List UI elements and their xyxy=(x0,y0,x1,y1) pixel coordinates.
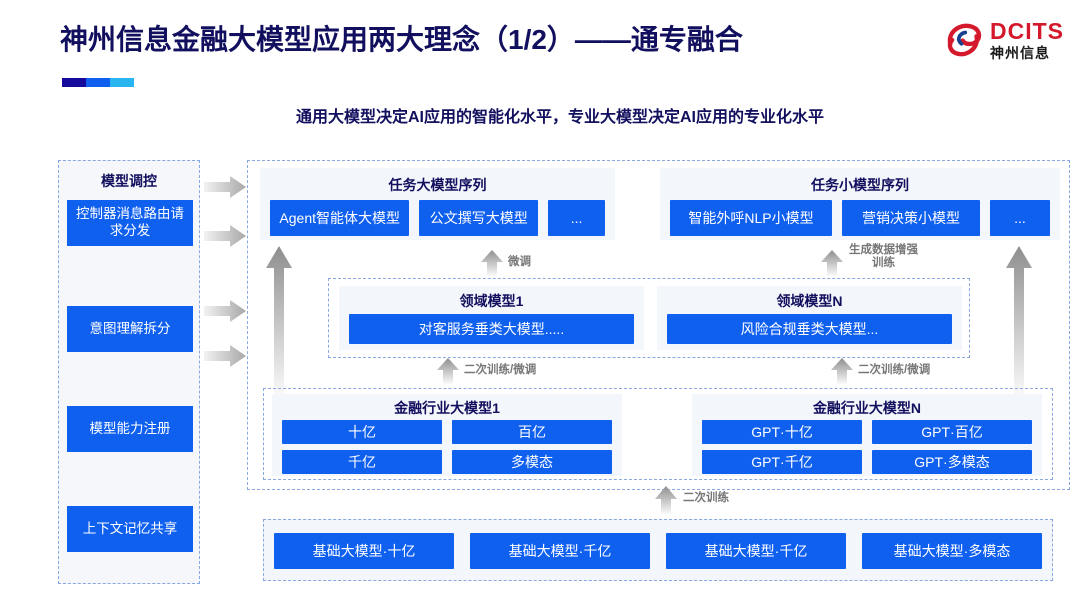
dcits-logo: DCITS 神州信息 xyxy=(944,20,1064,60)
base-box-1b[interactable]: 基础大模型·十亿 xyxy=(274,533,454,569)
industry-box-100b[interactable]: 千亿 xyxy=(282,450,442,474)
industry-box-gpt-multimodal[interactable]: GPT·多模态 xyxy=(872,450,1032,474)
right-arrow-icon-2 xyxy=(204,225,246,247)
model-control-title: 模型调控 xyxy=(101,173,157,189)
industry-model-container: 金融行业大模型1 十亿 百亿 千亿 多模态 金融行业大模型N GPT·十亿 GP… xyxy=(263,388,1053,480)
accent-segment-3 xyxy=(110,78,134,87)
task-large-model-row: Agent智能体大模型 公文撰写大模型 ... xyxy=(270,200,605,236)
up-arrow-icon-retrain xyxy=(655,486,677,514)
dcits-swirl-icon xyxy=(947,23,982,57)
logo-text-en: DCITS xyxy=(990,18,1064,44)
industry-box-gpt-1b[interactable]: GPT·十亿 xyxy=(702,420,862,444)
domain-model-n-panel: 领域模型N 风险合规垂类大模型... xyxy=(657,286,962,350)
sidebar-item-intent-understanding[interactable]: 意图理解拆分 xyxy=(67,306,193,352)
industry-model-n-title: 金融行业大模型N xyxy=(812,400,922,416)
sidebar-item-capability-registry[interactable]: 模型能力注册 xyxy=(67,406,193,452)
task-large-model-title: 任务大模型序列 xyxy=(388,177,487,193)
industry-box-1b[interactable]: 十亿 xyxy=(282,420,442,444)
task-small-model-title: 任务小模型序列 xyxy=(811,177,909,193)
up-arrow-icon-industry-to-task-left xyxy=(266,246,292,396)
industry-model-n-grid: GPT·十亿 GPT·百亿 GPT·千亿 GPT·多模态 xyxy=(702,420,1032,474)
industry-box-gpt-10b[interactable]: GPT·百亿 xyxy=(872,420,1032,444)
arrow-label-retrain: 二次训练 xyxy=(683,492,729,504)
accent-segment-2 xyxy=(86,78,110,87)
task-box-more-small[interactable]: ... xyxy=(990,200,1050,236)
domain-model-1-panel: 领域模型1 对客服务垂类大模型..... xyxy=(339,286,644,350)
task-box-doc-writing[interactable]: 公文撰写大模型 xyxy=(419,200,539,236)
industry-model-1-panel: 金融行业大模型1 十亿 百亿 千亿 多模态 xyxy=(272,394,622,476)
up-arrow-icon-fine-tune xyxy=(481,250,503,276)
arrow-label-fine-tune: 微调 xyxy=(508,256,531,268)
title-accent-bar xyxy=(62,78,134,87)
task-small-model-panel: 任务小模型序列 智能外呼NLP小模型 营销决策小模型 ... xyxy=(660,168,1060,240)
sidebar-item-context-memory[interactable]: 上下文记忆共享 xyxy=(67,506,193,552)
task-box-marketing-decision[interactable]: 营销决策小模型 xyxy=(842,200,980,236)
industry-model-1-grid: 十亿 百亿 千亿 多模态 xyxy=(282,420,612,474)
task-small-model-row: 智能外呼NLP小模型 营销决策小模型 ... xyxy=(670,200,1050,236)
up-arrow-icon-retrain-finetune-left xyxy=(437,358,459,384)
domain-model-n-title: 领域模型N xyxy=(776,293,843,309)
arrow-label-data-augment: 生成数据增强 训练 xyxy=(849,244,918,270)
industry-box-multimodal[interactable]: 多模态 xyxy=(452,450,612,474)
industry-model-n-panel: 金融行业大模型N GPT·十亿 GPT·百亿 GPT·千亿 GPT·多模态 xyxy=(692,394,1042,476)
right-arrow-icon-4 xyxy=(204,345,246,367)
domain-box-risk-compliance[interactable]: 风险合规垂类大模型... xyxy=(667,314,952,344)
base-model-row: 基础大模型·十亿 基础大模型·千亿 基础大模型·千亿 基础大模型·多模态 xyxy=(274,533,1042,569)
domain-model-container: 领域模型1 对客服务垂类大模型..... 领域模型N 风险合规垂类大模型... xyxy=(328,278,970,358)
base-box-100b-a[interactable]: 基础大模型·千亿 xyxy=(470,533,650,569)
arrow-label-retrain-finetune-left: 二次训练/微调 xyxy=(464,364,537,376)
up-arrow-icon-retrain-finetune-right xyxy=(831,358,853,384)
accent-segment-1 xyxy=(62,78,86,87)
task-large-model-panel: 任务大模型序列 Agent智能体大模型 公文撰写大模型 ... xyxy=(260,168,615,240)
domain-box-customer-service[interactable]: 对客服务垂类大模型..... xyxy=(349,314,634,344)
right-arrow-icon-3 xyxy=(204,300,246,322)
domain-model-1-title: 领域模型1 xyxy=(459,293,524,309)
base-model-container: 基础大模型·十亿 基础大模型·千亿 基础大模型·千亿 基础大模型·多模态 xyxy=(263,519,1053,581)
task-box-agent[interactable]: Agent智能体大模型 xyxy=(270,200,410,236)
industry-box-gpt-100b[interactable]: GPT·千亿 xyxy=(702,450,862,474)
page-subtitle: 通用大模型决定AI应用的智能化水平，专业大模型决定AI应用的专业化水平 xyxy=(295,109,824,126)
industry-model-1-title: 金融行业大模型1 xyxy=(394,400,500,416)
arrow-label-retrain-finetune-right: 二次训练/微调 xyxy=(858,364,931,376)
task-box-more[interactable]: ... xyxy=(548,200,605,236)
base-box-multimodal[interactable]: 基础大模型·多模态 xyxy=(862,533,1042,569)
logo-text-cn: 神州信息 xyxy=(990,45,1050,61)
sidebar-item-controller-routing[interactable]: 控制器消息路由请求分发 xyxy=(67,200,193,246)
model-control-panel: 模型调控 控制器消息路由请求分发 意图理解拆分 模型能力注册 上下文记忆共享 xyxy=(58,160,200,584)
up-arrow-icon-industry-to-task-right xyxy=(1006,246,1032,396)
logo-text-block: DCITS 神州信息 xyxy=(990,18,1064,61)
page-title: 神州信息金融大模型应用两大理念（1/2）——通专融合 xyxy=(60,24,743,55)
base-box-100b-b[interactable]: 基础大模型·千亿 xyxy=(666,533,846,569)
industry-box-10b[interactable]: 百亿 xyxy=(452,420,612,444)
right-arrow-icon-1 xyxy=(204,176,246,198)
model-stack-container xyxy=(247,160,1070,490)
task-box-nlp-outbound[interactable]: 智能外呼NLP小模型 xyxy=(670,200,832,236)
up-arrow-icon-data-augment xyxy=(821,250,843,276)
